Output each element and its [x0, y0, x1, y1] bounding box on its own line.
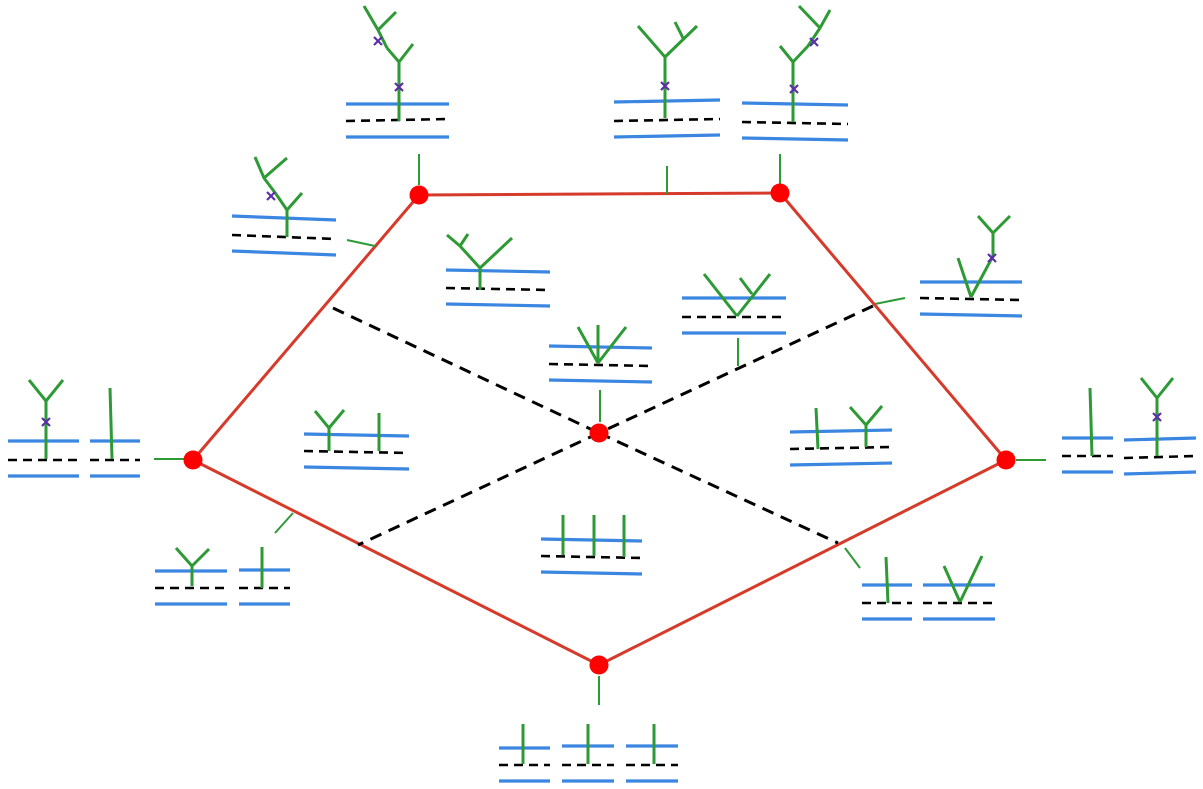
- wall-upper-left: [332, 306, 600, 435]
- wall-lower-right: [598, 431, 839, 545]
- vertices: [183, 183, 1016, 675]
- connector-ticks: [154, 154, 1046, 705]
- membrane-glyph: [919, 214, 1023, 318]
- membrane-glyph: [613, 21, 721, 139]
- cleavage-mark-icon: [394, 82, 404, 92]
- polygon-edges: [191, 191, 1008, 667]
- membrane-glyph: [155, 547, 290, 606]
- tick-upper-right-edge: [874, 297, 906, 305]
- membrane-glyph: [741, 4, 849, 142]
- vertex-bottom: [589, 655, 609, 675]
- tick-upper-left-edge: [346, 239, 376, 247]
- membrane-glyph: [548, 325, 653, 384]
- edge-lower-left: [192, 458, 600, 667]
- membrane-glyph: [862, 555, 995, 621]
- membrane-glyph: [345, 5, 450, 139]
- membrane-glyph: [682, 273, 786, 335]
- membrane-glyph: [303, 409, 410, 471]
- edge-top: [418, 191, 781, 197]
- membrane-glyph: [231, 156, 337, 257]
- vertex-top-left: [409, 185, 429, 205]
- cleavage-mark-icon: [660, 81, 670, 91]
- tick-lower-left-edge: [274, 512, 294, 534]
- vertex-right: [996, 450, 1016, 470]
- vertex-top-right: [770, 183, 790, 203]
- wall-upper-right: [598, 304, 874, 435]
- membrane-glyph: [540, 515, 643, 576]
- cleavage-mark-icon: [41, 417, 51, 427]
- cleavage-mark-icon: [266, 191, 276, 201]
- membrane-glyph: [445, 233, 551, 308]
- membrane-glyph: [499, 724, 678, 783]
- edge-upper-right: [778, 192, 1008, 461]
- wall-lower-left: [357, 431, 600, 547]
- chamber-walls: [332, 304, 874, 547]
- membrane-glyph: [8, 379, 140, 478]
- tick-lower-right-edge: [844, 547, 861, 569]
- cleavage-mark-icon: [373, 36, 383, 46]
- membrane-glyph: [789, 405, 893, 467]
- vertex-left: [183, 450, 203, 470]
- cleavage-mark-icon: [987, 253, 997, 263]
- vertex-center: [589, 423, 609, 443]
- membrane-glyph: [1062, 377, 1197, 476]
- cleavage-mark-icon: [789, 84, 799, 94]
- cleavage-mark-icon: [1152, 412, 1162, 422]
- edge-upper-left: [191, 194, 421, 461]
- edge-lower-right: [598, 458, 1007, 667]
- cleavage-mark-icon: [809, 37, 819, 47]
